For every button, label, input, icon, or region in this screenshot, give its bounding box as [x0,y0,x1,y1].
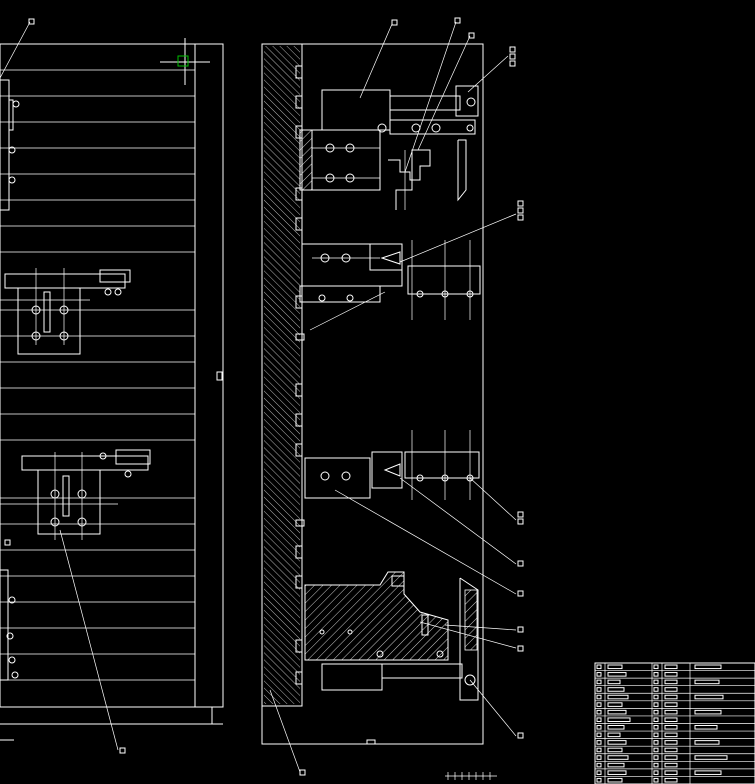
title-block-cell-mark [653,732,659,738]
title-block-cell-mark [596,747,602,753]
main-leaders [269,17,524,776]
left-clamp-upper [0,79,20,211]
title-block-cell-mark [664,762,678,768]
title-block-cell-mark [596,694,602,700]
title-block-cell-mark [694,694,724,700]
datum-marker [160,38,210,85]
title-block-cell-mark [607,725,625,730]
title-block-cell-mark [653,777,659,783]
title-block-cell-mark [664,672,678,677]
title-block-cell-mark [694,725,718,730]
title-block-cell-mark [607,755,629,760]
title-block-cell-mark [596,777,602,783]
title-block-cell-mark [596,672,602,677]
title-block-cell-mark [607,664,623,670]
title-block-cell-mark [607,672,627,677]
title-block [594,662,755,784]
title-block-cell-mark [653,717,659,722]
title-block-cell-mark [653,770,659,775]
title-block-cell-mark [596,717,602,722]
main-section-view [261,17,524,780]
title-block-cell-mark [664,664,678,670]
base-plate-hatch [264,46,300,704]
clamp-unit-lower-mid [295,430,480,527]
clamp-unit-upper-mid [295,240,481,341]
title-block-cell-mark [653,702,659,707]
title-block-cell-mark [596,702,602,707]
title-block-cell-mark [664,777,678,783]
title-block-cell-mark [596,687,602,692]
clamp-unit-top [299,85,479,210]
title-block-cell-mark [607,777,623,783]
title-block-cell-mark [653,687,659,692]
title-block-cell-mark [596,755,602,760]
title-block-cell-mark [653,747,659,753]
title-block-cell-mark [596,770,602,775]
title-block-cell-mark [694,709,722,715]
title-block-cell-mark [596,679,602,685]
title-block-cell-mark [653,664,659,670]
title-block-cell-mark [694,770,722,775]
title-block-cell-mark [607,709,627,715]
title-block-cell-mark [596,732,602,738]
title-block-cell-mark [664,717,678,722]
left-clamp-mid-2 [0,449,151,540]
left-clamp-lower [0,569,19,741]
side-tab [216,371,223,381]
t-slots [295,65,303,685]
title-block-cell-mark [664,740,678,745]
title-block-cell-mark [664,732,678,738]
title-block-cell-mark [653,709,659,715]
title-block-cell-mark [664,702,678,707]
title-block-cell-mark [596,725,602,730]
title-block-cell-mark [607,687,625,692]
title-block-cell-mark [653,672,659,677]
title-block-cell-mark [664,747,678,753]
clamp-unit-bottom [304,571,479,701]
title-block-cell-mark [607,740,627,745]
title-block-cell-mark [607,702,623,707]
title-block-cell-mark [694,664,722,670]
left-clamp-mid-1 [0,268,131,355]
title-block-cell-mark [664,687,678,692]
title-block-cell-mark [653,762,659,768]
scale-marks [445,772,497,780]
title-block-cell-mark [607,679,621,685]
title-block-cell-mark [653,694,659,700]
title-block-cell-mark [596,709,602,715]
title-block-cell-mark [664,725,678,730]
title-block-cell-mark [607,762,625,768]
title-block-cell-mark [596,664,602,670]
title-block-cell-mark [653,755,659,760]
title-block-cell-mark [607,732,621,738]
title-block-cell-mark [596,762,602,768]
title-block-cell-mark [653,740,659,745]
title-block-cell-mark [694,755,728,760]
title-block-cell-mark [664,755,678,760]
left-leaders [0,18,126,754]
title-block-cell-mark [607,770,627,775]
rail-lines [0,69,195,681]
title-block-cell-mark [596,740,602,745]
title-block-cell-mark [653,725,659,730]
title-block-cell-mark [664,709,678,715]
title-block-cell-mark [653,679,659,685]
title-block-cell-mark [694,740,720,745]
title-block-cell-mark [664,679,678,685]
title-block-cell-mark [664,694,678,700]
title-block-cell-mark [664,770,678,775]
title-block-cell-mark [607,694,629,700]
title-block-cell-mark [607,717,631,722]
title-block-cell-mark [607,747,623,753]
title-block-cell-mark [694,679,720,685]
side-view-left [0,18,224,754]
